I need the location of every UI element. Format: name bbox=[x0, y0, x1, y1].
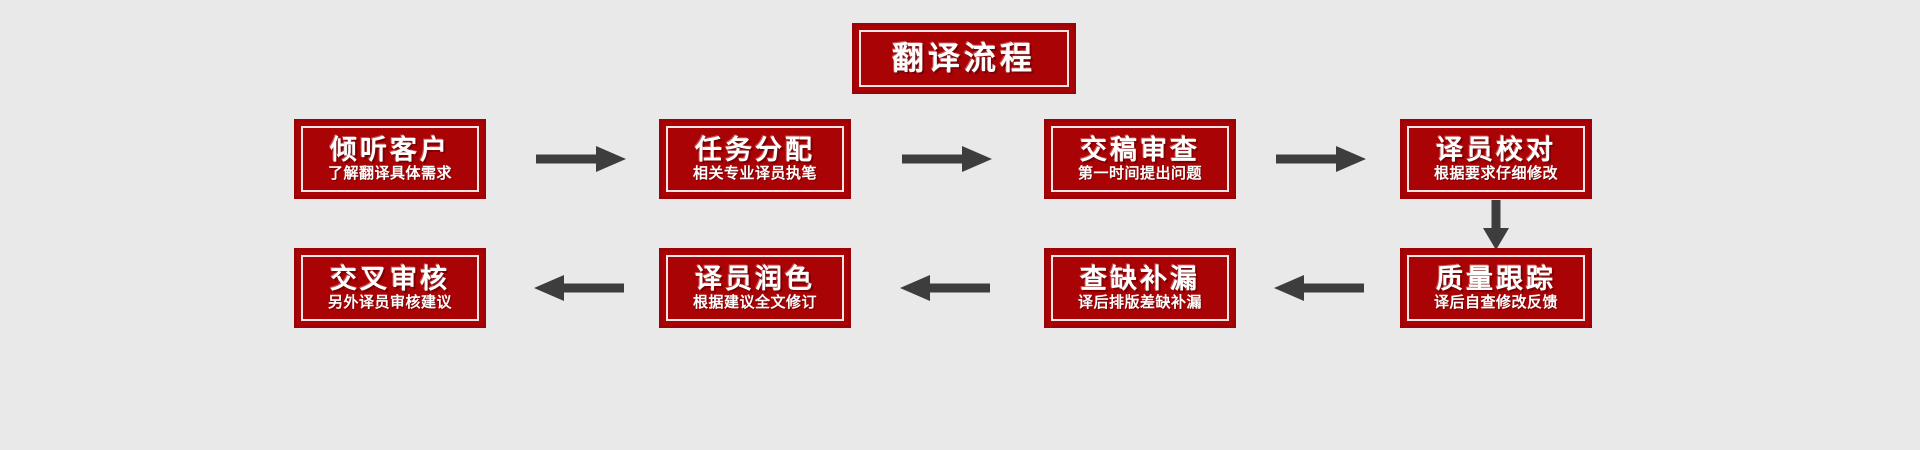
flow-node-translator-proofreading[interactable]: 译员校对 根据要求仔细修改 bbox=[1400, 119, 1592, 199]
flow-node-subtitle: 相关专业译员执笔 bbox=[692, 164, 817, 182]
flow-node-quality-tracking[interactable]: 质量跟踪 译后自查修改反馈 bbox=[1400, 248, 1592, 328]
flow-node-gap-filling[interactable]: 查缺补漏 译后排版差缺补漏 bbox=[1044, 248, 1236, 328]
arrow-right-step1-to-step2 bbox=[534, 142, 626, 176]
flow-node-title: 任务分配 bbox=[695, 134, 815, 165]
flow-node-title: 译员润色 bbox=[695, 263, 815, 294]
flow-node-listen-to-client[interactable]: 倾听客户 了解翻译具体需求 bbox=[294, 119, 486, 199]
flow-node-subtitle: 第一时间提出问题 bbox=[1077, 164, 1202, 182]
flow-node-title: 交稿审查 bbox=[1080, 134, 1200, 165]
arrow-down-step4-to-step5 bbox=[1479, 200, 1513, 250]
flow-node-subtitle: 根据建议全文修订 bbox=[692, 293, 817, 311]
flow-node-title: 质量跟踪 bbox=[1436, 263, 1556, 294]
flow-node-title: 倾听客户 bbox=[330, 134, 450, 165]
diagram-title-box: 翻译流程 bbox=[852, 23, 1076, 94]
flow-node-title: 译员校对 bbox=[1436, 134, 1556, 165]
arrow-right-step2-to-step3 bbox=[900, 142, 992, 176]
flow-node-title: 查缺补漏 bbox=[1080, 263, 1200, 294]
arrow-left-step7-to-step8 bbox=[534, 271, 626, 305]
arrow-right-step3-to-step4 bbox=[1274, 142, 1366, 176]
flow-node-subtitle: 了解翻译具体需求 bbox=[327, 164, 452, 182]
flow-node-translator-polishing[interactable]: 译员润色 根据建议全文修订 bbox=[659, 248, 851, 328]
arrow-left-step6-to-step7 bbox=[900, 271, 992, 305]
flow-node-submission-review[interactable]: 交稿审查 第一时间提出问题 bbox=[1044, 119, 1236, 199]
flow-node-subtitle: 另外译员审核建议 bbox=[327, 293, 452, 311]
flow-node-subtitle: 根据要求仔细修改 bbox=[1433, 164, 1558, 182]
diagram-title-text: 翻译流程 bbox=[891, 39, 1036, 76]
flow-node-subtitle: 译后自查修改反馈 bbox=[1433, 293, 1558, 311]
flow-node-task-assignment[interactable]: 任务分配 相关专业译员执笔 bbox=[659, 119, 851, 199]
arrow-left-step5-to-step6 bbox=[1274, 271, 1366, 305]
flow-node-subtitle: 译后排版差缺补漏 bbox=[1077, 293, 1202, 311]
flow-node-title: 交叉审核 bbox=[330, 263, 450, 294]
flow-node-cross-review[interactable]: 交叉审核 另外译员审核建议 bbox=[294, 248, 486, 328]
